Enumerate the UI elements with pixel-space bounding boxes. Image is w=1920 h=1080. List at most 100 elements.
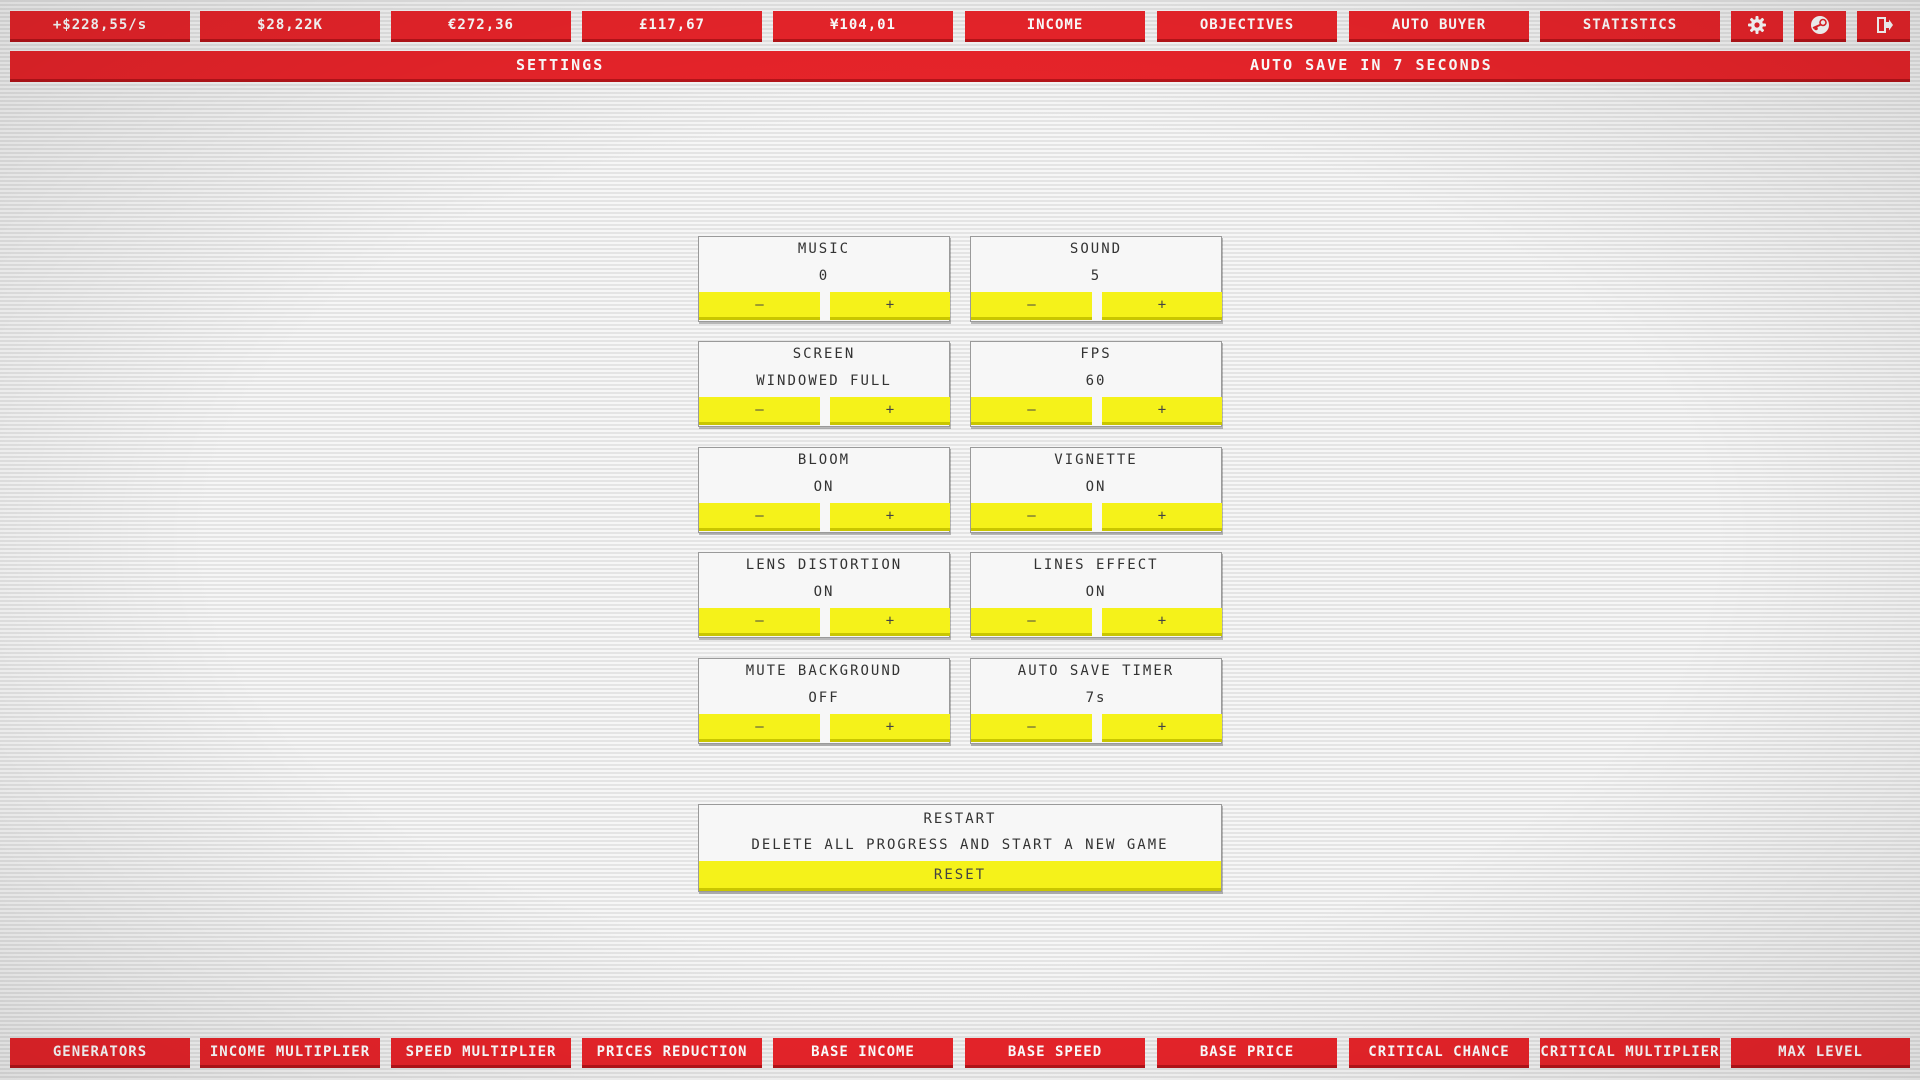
setting-music: MUSIC 0 – + <box>698 236 950 322</box>
sound-increase-button[interactable]: + <box>1102 292 1222 320</box>
tab-critical-chance[interactable]: CRITICAL CHANCE <box>1349 1038 1529 1068</box>
euro-balance-text: €272,36 <box>447 17 514 33</box>
setting-label: LENS DISTORTION <box>745 557 903 573</box>
tab-label: BASE PRICE <box>1199 1043 1295 1060</box>
music-increase-button[interactable]: + <box>830 292 950 320</box>
setting-value: ON <box>1085 584 1107 600</box>
tab-label: BASE SPEED <box>1007 1043 1103 1060</box>
pound-balance: £117,67 <box>582 11 762 42</box>
bloom-increase-button[interactable]: + <box>830 503 950 531</box>
yen-balance-text: ¥104,01 <box>829 17 896 33</box>
tab-label: BASE INCOME <box>811 1043 915 1060</box>
settings-header: SETTINGS AUTO SAVE IN 7 SECONDS <box>10 51 1910 82</box>
tab-label: MAX LEVEL <box>1778 1043 1863 1060</box>
exit-icon <box>1874 15 1894 35</box>
exit-button[interactable] <box>1857 11 1910 42</box>
tab-statistics[interactable]: STATISTICS <box>1540 11 1720 42</box>
screen-decrease-button[interactable]: – <box>699 397 820 425</box>
pound-balance-text: £117,67 <box>638 17 705 33</box>
bloom-decrease-button[interactable]: – <box>699 503 820 531</box>
tab-auto-buyer[interactable]: AUTO BUYER <box>1349 11 1529 42</box>
setting-value: ON <box>1085 479 1107 495</box>
restart-description: DELETE ALL PROGRESS AND START A NEW GAME <box>751 837 1169 853</box>
settings-button[interactable] <box>1731 11 1783 42</box>
fps-increase-button[interactable]: + <box>1102 397 1222 425</box>
steam-icon <box>1810 15 1830 35</box>
setting-screen: SCREEN WINDOWED FULL – + <box>698 341 950 427</box>
setting-lines-effect: LINES EFFECT ON – + <box>970 552 1222 638</box>
tab-income-label: INCOME <box>1026 17 1084 33</box>
setting-label: MUSIC <box>797 241 851 257</box>
restart-title: RESTART <box>923 811 997 827</box>
euro-balance: €272,36 <box>391 11 571 42</box>
setting-label: FPS <box>1080 346 1112 362</box>
income-rate-display: +$228,55/s <box>10 11 190 42</box>
tab-label: INCOME MULTIPLIER <box>209 1043 371 1060</box>
gear-icon <box>1747 15 1767 35</box>
setting-vignette: VIGNETTE ON – + <box>970 447 1222 533</box>
setting-label: VIGNETTE <box>1054 452 1138 468</box>
lens-distortion-increase-button[interactable]: + <box>830 608 950 636</box>
setting-label: LINES EFFECT <box>1033 557 1159 573</box>
auto-save-timer-increase-button[interactable]: + <box>1102 714 1222 742</box>
sound-decrease-button[interactable]: – <box>971 292 1092 320</box>
setting-label: SOUND <box>1069 241 1123 257</box>
tab-label: PRICES REDUCTION <box>596 1043 748 1060</box>
setting-value: 0 <box>818 268 830 284</box>
page-title: SETTINGS <box>516 56 605 74</box>
tab-objectives-label: OBJECTIVES <box>1199 17 1295 33</box>
lens-distortion-decrease-button[interactable]: – <box>699 608 820 636</box>
tab-income[interactable]: INCOME <box>965 11 1145 42</box>
setting-label: MUTE BACKGROUND <box>745 663 903 679</box>
auto-save-timer-decrease-button[interactable]: – <box>971 714 1092 742</box>
steam-button[interactable] <box>1794 11 1846 42</box>
dollar-balance: $28,22K <box>200 11 380 42</box>
music-decrease-button[interactable]: – <box>699 292 820 320</box>
lines-effect-increase-button[interactable]: + <box>1102 608 1222 636</box>
setting-lens-distortion: LENS DISTORTION ON – + <box>698 552 950 638</box>
vignette-increase-button[interactable]: + <box>1102 503 1222 531</box>
tab-max-level[interactable]: MAX LEVEL <box>1731 1038 1910 1068</box>
autosave-status: AUTO SAVE IN 7 SECONDS <box>1250 56 1493 74</box>
setting-auto-save-timer: AUTO SAVE TIMER 7s – + <box>970 658 1222 744</box>
tab-label: GENERATORS <box>52 1043 148 1060</box>
setting-bloom: BLOOM ON – + <box>698 447 950 533</box>
setting-fps: FPS 60 – + <box>970 341 1222 427</box>
tab-label: CRITICAL MULTIPLIER <box>1540 1043 1720 1060</box>
setting-value: OFF <box>808 690 840 706</box>
tab-base-price[interactable]: BASE PRICE <box>1157 1038 1337 1068</box>
tab-critical-multiplier[interactable]: CRITICAL MULTIPLIER <box>1540 1038 1720 1068</box>
tab-base-income[interactable]: BASE INCOME <box>773 1038 953 1068</box>
setting-value: ON <box>813 479 835 495</box>
setting-label: SCREEN <box>792 346 856 362</box>
lines-effect-decrease-button[interactable]: – <box>971 608 1092 636</box>
setting-value: ON <box>813 584 835 600</box>
restart-panel: RESTART DELETE ALL PROGRESS AND START A … <box>698 804 1222 892</box>
setting-value: 5 <box>1090 268 1102 284</box>
tab-income-multiplier[interactable]: INCOME MULTIPLIER <box>200 1038 380 1068</box>
reset-button[interactable]: RESET <box>699 861 1221 891</box>
setting-value: 60 <box>1085 373 1107 389</box>
tab-auto-buyer-label: AUTO BUYER <box>1391 17 1487 33</box>
tab-objectives[interactable]: OBJECTIVES <box>1157 11 1337 42</box>
fps-decrease-button[interactable]: – <box>971 397 1092 425</box>
yen-balance: ¥104,01 <box>773 11 953 42</box>
tab-generators[interactable]: GENERATORS <box>10 1038 190 1068</box>
mute-background-increase-button[interactable]: + <box>830 714 950 742</box>
tab-base-speed[interactable]: BASE SPEED <box>965 1038 1145 1068</box>
setting-value: WINDOWED FULL <box>756 373 892 389</box>
setting-label: BLOOM <box>797 452 851 468</box>
vignette-decrease-button[interactable]: – <box>971 503 1092 531</box>
income-rate-text: +$228,55/s <box>52 17 148 33</box>
tab-prices-reduction[interactable]: PRICES REDUCTION <box>582 1038 762 1068</box>
tab-label: CRITICAL CHANCE <box>1368 1043 1510 1060</box>
tab-label: SPEED MULTIPLIER <box>405 1043 557 1060</box>
tab-statistics-label: STATISTICS <box>1582 17 1678 33</box>
dollar-balance-text: $28,22K <box>256 17 323 33</box>
tab-speed-multiplier[interactable]: SPEED MULTIPLIER <box>391 1038 571 1068</box>
mute-background-decrease-button[interactable]: – <box>699 714 820 742</box>
setting-sound: SOUND 5 – + <box>970 236 1222 322</box>
setting-mute-background: MUTE BACKGROUND OFF – + <box>698 658 950 744</box>
screen-increase-button[interactable]: + <box>830 397 950 425</box>
